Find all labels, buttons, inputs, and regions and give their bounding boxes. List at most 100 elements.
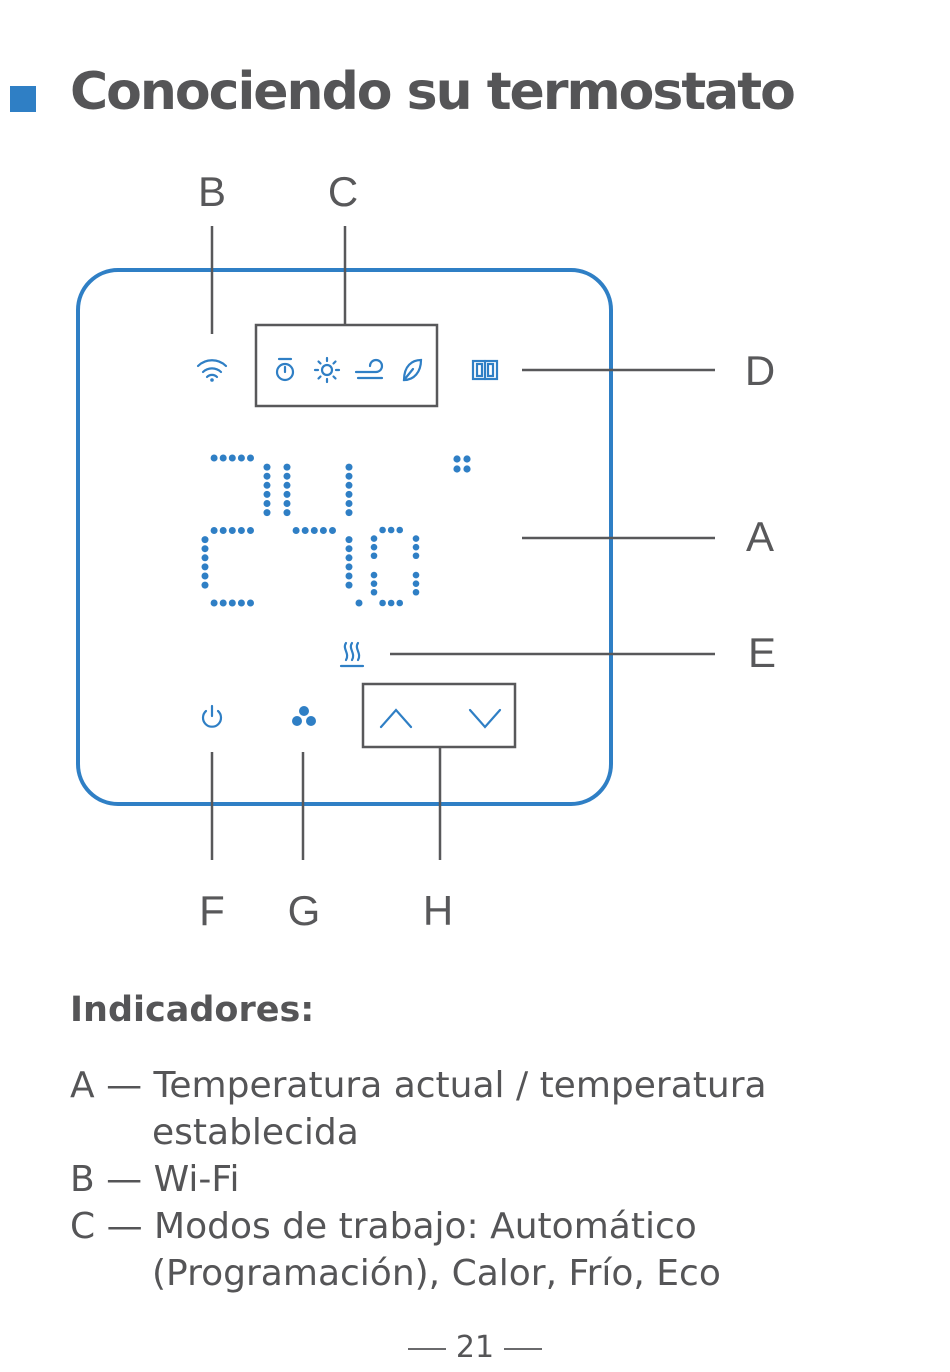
temperature-display [202, 455, 471, 607]
display-dot [264, 473, 271, 480]
display-dot [211, 455, 218, 462]
wind-icon [356, 360, 382, 378]
display-dot [396, 600, 403, 607]
display-dot [346, 500, 353, 507]
display-dot [413, 535, 420, 542]
thermostat-diagram: B C D A E F G H [0, 0, 950, 960]
display-dot [220, 600, 227, 607]
display-dot [293, 527, 300, 534]
wifi-icon [198, 360, 226, 382]
callout-g: G [288, 887, 321, 934]
display-dot [284, 473, 291, 480]
page-number-dash-right [504, 1348, 542, 1350]
display-dot [346, 464, 353, 471]
display-dot [202, 582, 209, 589]
display-dot [371, 544, 378, 551]
display-dot [463, 455, 470, 462]
display-dot [302, 527, 309, 534]
display-dot [346, 491, 353, 498]
indicator-a: A — Temperatura actual / temperatura est… [70, 1062, 930, 1156]
display-dot [284, 464, 291, 471]
display-dot [346, 545, 353, 552]
power-icon [203, 706, 221, 727]
display-dot [264, 482, 271, 489]
display-dot [320, 527, 327, 534]
display-dot [284, 509, 291, 516]
page-number-dash-left [408, 1348, 446, 1350]
callout-a: A [746, 513, 774, 560]
display-dot [388, 600, 395, 607]
display-dot [371, 580, 378, 587]
indicators-heading: Indicadores: [70, 990, 314, 1030]
display-dot [247, 527, 254, 534]
down-arrow-icon[interactable] [470, 710, 500, 727]
display-dot [346, 573, 353, 580]
display-dot [346, 473, 353, 480]
leaf-icon [404, 360, 421, 380]
display-dot [371, 572, 378, 579]
display-dot [371, 535, 378, 542]
callout-f: F [199, 887, 225, 934]
callout-e: E [748, 629, 776, 676]
display-dot [211, 600, 218, 607]
up-arrow-icon[interactable] [381, 710, 411, 727]
display-dot [202, 545, 209, 552]
display-dot [284, 491, 291, 498]
display-dot [238, 455, 245, 462]
display-dot [453, 455, 460, 462]
display-dot [202, 536, 209, 543]
indicator-b: B — Wi-Fi [70, 1156, 930, 1203]
display-dot [346, 582, 353, 589]
display-dot [264, 464, 271, 471]
indicators-list: A — Temperatura actual / temperatura est… [70, 1062, 930, 1297]
display-dot [346, 536, 353, 543]
display-dot [247, 600, 254, 607]
display-dot [413, 589, 420, 596]
display-dot [388, 527, 395, 534]
indicator-c: C — Modos de trabajo: Automático (Progra… [70, 1203, 930, 1297]
display-dot [238, 527, 245, 534]
display-dot [371, 552, 378, 559]
display-dot [413, 552, 420, 559]
display-dot [346, 482, 353, 489]
callout-h: H [423, 887, 453, 934]
display-dot [264, 500, 271, 507]
page-number-value: 21 [456, 1330, 494, 1365]
arrow-buttons-frame [363, 684, 515, 747]
display-dot [202, 554, 209, 561]
display-dot [229, 527, 236, 534]
display-dot [396, 527, 403, 534]
display-dot [284, 482, 291, 489]
display-dot [220, 455, 227, 462]
display-dot [346, 509, 353, 516]
display-dot [264, 509, 271, 516]
heating-icon [341, 643, 363, 666]
display-dot [329, 527, 336, 534]
display-dot [413, 580, 420, 587]
display-dot [311, 527, 318, 534]
display-dot [202, 573, 209, 580]
display-dot [379, 527, 386, 534]
sun-icon [315, 358, 339, 382]
display-dot [413, 572, 420, 579]
display-dot [453, 465, 460, 472]
callout-d: D [745, 347, 775, 394]
fan-icon [292, 706, 316, 726]
display-dot [247, 455, 254, 462]
leader-lines [212, 226, 715, 860]
timer-icon [277, 359, 293, 380]
display-dot [264, 491, 271, 498]
display-dot [463, 465, 470, 472]
callout-b: B [198, 168, 226, 215]
display-dot [346, 554, 353, 561]
window-icon [473, 361, 497, 379]
callout-c: C [328, 168, 358, 215]
display-dot [284, 500, 291, 507]
display-dot [379, 600, 386, 607]
page-number: 21 [0, 1330, 950, 1365]
display-dot [229, 455, 236, 462]
display-dot [413, 544, 420, 551]
display-dot [211, 527, 218, 534]
display-dot [371, 589, 378, 596]
display-dot [238, 600, 245, 607]
